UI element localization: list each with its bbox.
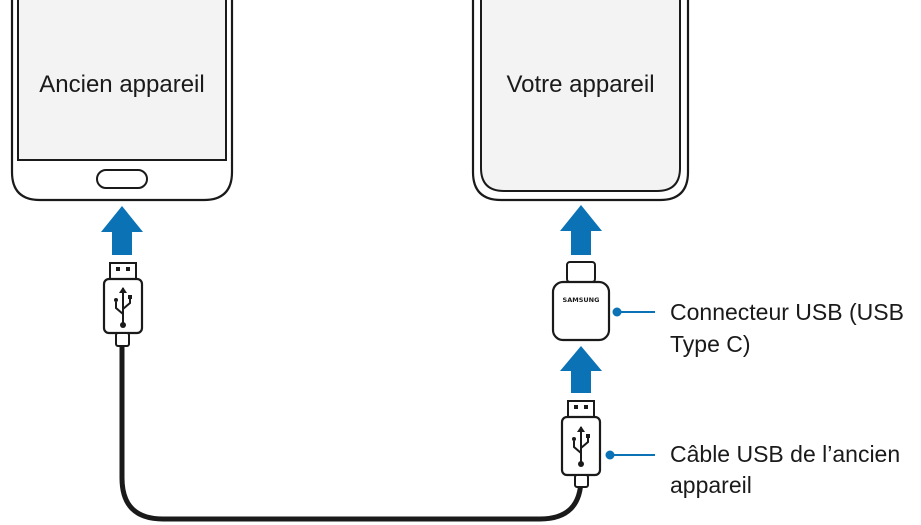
usb-symbol-icon (114, 287, 132, 328)
connector-brand: SAMSUNG (563, 296, 600, 304)
plug-strain-relief (574, 474, 589, 488)
connector-callout-line2: Type C) (670, 331, 751, 357)
connector-tip (566, 261, 596, 283)
old-device (10, 0, 234, 202)
usb-plug-cable-end (560, 400, 602, 488)
connector-body (551, 280, 611, 342)
usb-connector-adapter: SAMSUNG (551, 261, 611, 342)
usb-cable-wire (119, 343, 584, 522)
new-device-label: Votre appareil (506, 71, 655, 98)
usb-symbol-icon (572, 426, 590, 467)
up-arrow-icon (560, 346, 602, 393)
usb-plug-old-device (102, 262, 144, 347)
up-arrow-icon (560, 205, 602, 255)
up-arrow-icon (101, 206, 143, 255)
connector-callout-line1: Connecteur USB (USB (670, 299, 904, 325)
old-device-screen (17, 0, 227, 161)
cable-callout-line1: Câble USB de l’ancien (670, 441, 901, 467)
plug-tip (567, 400, 595, 418)
new-device-screen (480, 0, 681, 192)
plug-tip (109, 262, 137, 280)
new-device (471, 0, 690, 202)
old-device-label: Ancien appareil (39, 71, 205, 98)
callout-connector (612, 307, 655, 317)
callout-cable (605, 450, 655, 460)
home-button (96, 169, 148, 189)
plug-strain-relief (115, 332, 130, 347)
cable-callout-line2: appareil (670, 472, 752, 498)
